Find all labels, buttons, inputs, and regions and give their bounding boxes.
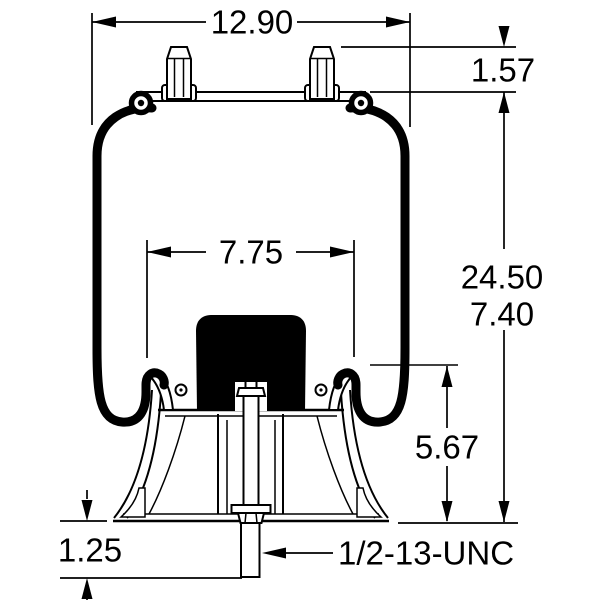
mounting-stud-left — [161, 46, 197, 102]
piston-skirt-outer-right — [349, 389, 389, 519]
bolt-washer — [230, 504, 272, 514]
piston — [113, 369, 389, 523]
thread-spec-label: 1/2-13-UNC — [338, 535, 514, 572]
mounting-stud-right — [304, 46, 340, 102]
dimension-overall-height: 24.50 7.40 — [461, 92, 544, 522]
arrowhead-right — [386, 16, 410, 28]
arrowhead-down — [441, 501, 453, 522]
thread-callout: 1/2-13-UNC — [262, 535, 514, 572]
dimension-stud-height: 1.57 — [341, 26, 535, 93]
dim-height-extended-label: 24.50 — [461, 259, 544, 296]
dimension-stud-protrusion: 1.25 — [58, 490, 242, 600]
arrowhead-down — [81, 500, 93, 521]
bellows — [92, 103, 410, 427]
dimension-piston-width: 7.75 — [146, 234, 355, 358]
piston-skirt-outer-left — [113, 389, 153, 519]
arrowhead-up — [81, 578, 93, 599]
dim-piston-width-label: 7.75 — [219, 234, 283, 271]
arrowhead-left — [262, 547, 286, 559]
bead-plate-assembly — [128, 46, 374, 116]
center-bolt — [230, 380, 272, 578]
arrowhead-up — [441, 366, 453, 387]
arrowhead-left — [92, 16, 116, 28]
arrowhead-left — [147, 246, 171, 258]
bolt-nut — [236, 512, 266, 524]
bellows-wall-left — [92, 103, 169, 427]
gusset-right — [356, 487, 383, 518]
gusset-left — [119, 487, 146, 518]
bolt-cap-tab — [244, 380, 258, 389]
dimension-piston-height: 5.67 — [398, 366, 518, 524]
bellows-wall-right — [333, 103, 410, 427]
dim-top-plate-width-label: 12.90 — [211, 4, 294, 41]
arrowhead-down — [498, 501, 510, 522]
arrowhead-down — [498, 26, 510, 47]
arrowhead-up — [498, 92, 510, 113]
dim-piston-height-label: 5.67 — [415, 429, 479, 466]
bottom-threaded-stud — [240, 522, 261, 578]
dim-stud-protrusion-label: 1.25 — [58, 532, 122, 569]
dim-height-compressed-label: 7.40 — [470, 296, 534, 333]
dimension-top-plate-width: 12.90 — [91, 4, 411, 127]
arrowhead-right — [330, 246, 354, 258]
dim-stud-height-label: 1.57 — [471, 52, 535, 89]
bolt-cap — [235, 387, 267, 397]
bolt-shaft — [242, 395, 260, 513]
